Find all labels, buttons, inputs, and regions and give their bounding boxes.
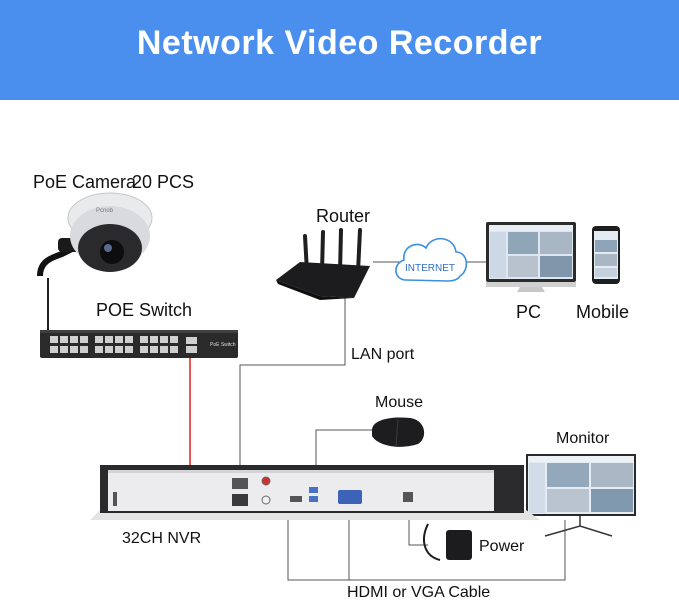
- page-title: Network Video Recorder: [136, 24, 543, 62]
- power-adapter-image: [423, 523, 472, 561]
- monitor-label: Monitor: [556, 430, 610, 447]
- title-banner: Network Video Recorder: [0, 0, 679, 100]
- mouse-label: Mouse: [375, 394, 424, 411]
- lan-cable: [239, 292, 346, 478]
- internet-cloud-icon: [395, 237, 468, 282]
- camera-brand-label: Pcnob: [96, 208, 114, 214]
- camera-label: PoE Camera: [33, 172, 137, 192]
- mobile-image: [592, 226, 620, 284]
- monitor-image: [526, 454, 636, 537]
- poe-switch-image: PoE Switch: [40, 330, 238, 358]
- nvr-label: 32CH NVR: [122, 530, 202, 547]
- switch-badge-label: PoE Switch: [210, 342, 236, 348]
- nvr-image: [90, 465, 540, 520]
- connection-lines: [47, 261, 566, 581]
- mouse-cable: [315, 429, 372, 480]
- poe-camera-image: Pcnob: [37, 192, 153, 277]
- mouse-image: [372, 417, 425, 447]
- pc-image: [486, 222, 576, 292]
- camera-quantity-label: 20 PCS: [132, 172, 195, 192]
- cable-label: HDMI or VGA Cable: [347, 584, 491, 601]
- pc-label: PC: [516, 302, 542, 322]
- video-cable: [287, 500, 566, 581]
- lan-port-label: LAN port: [351, 346, 415, 363]
- poe-switch-label: POE Switch: [96, 300, 193, 320]
- router-image: [276, 228, 370, 300]
- power-label: Power: [479, 538, 525, 555]
- internet-label: INTERNET: [405, 263, 455, 274]
- router-label: Router: [316, 206, 371, 226]
- mobile-label: Mobile: [576, 302, 630, 322]
